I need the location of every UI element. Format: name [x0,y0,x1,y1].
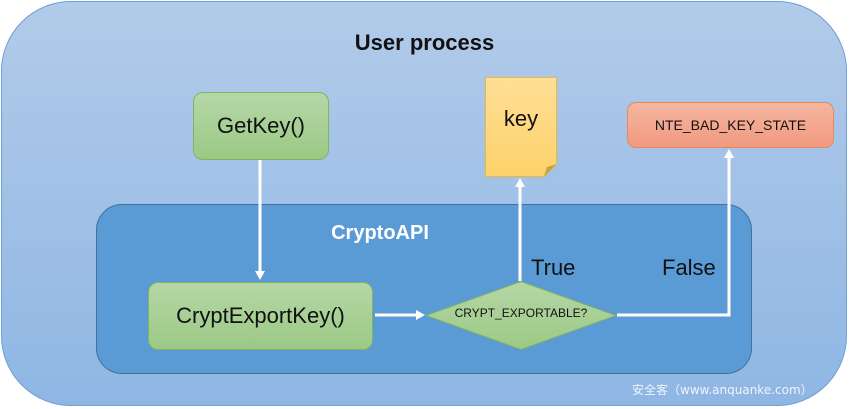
diamond-shape [425,281,617,350]
getkey-node: GetKey() [193,92,329,160]
cryptoapi-title: CryptoAPI [331,222,429,244]
error-state-node: NTE_BAD_KEY_STATE [627,102,834,148]
getkey-node-label: GetKey() [216,113,306,138]
key-document-node [485,77,557,177]
decision-label: CRYPT_EXPORTABLE? [454,306,588,320]
true-branch-label: True [531,255,576,280]
key-document-label: key [503,106,539,131]
document-fold-icon [544,164,557,177]
false-branch-label: False [662,255,716,280]
user-process-title: User process [354,30,495,55]
error-state-label: NTE_BAD_KEY_STATE [654,117,807,133]
decision-node [425,281,617,350]
watermark: 安全客（www.anquanke.com） [632,383,813,397]
cryptexportkey-node-label: CryptExportKey() [176,303,345,328]
cryptexportkey-node: CryptExportKey() [148,282,373,350]
